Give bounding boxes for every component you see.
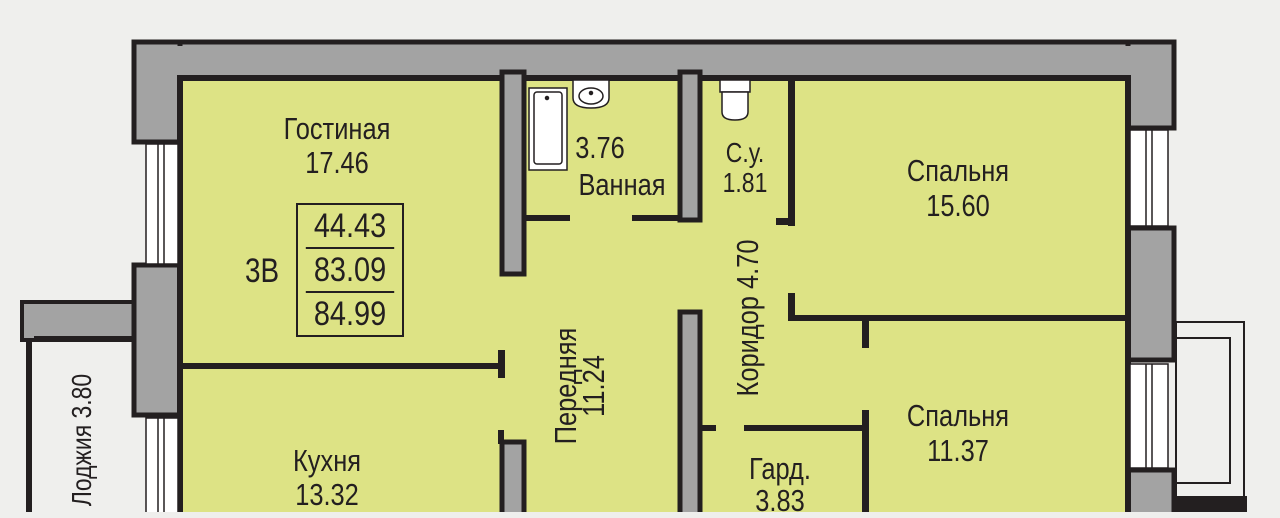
hall-label: Передняя 11.24 [548,328,611,445]
bedroom2-name: Спальня [906,398,1010,433]
kitchen-name: Кухня [292,443,362,478]
corridor-label: Коридор 4.70 [730,239,765,397]
kitchen-area: 13.32 [295,477,359,512]
bedroom1-name: Спальня [906,153,1010,188]
floor-area [177,75,1131,512]
total-area: 83.09 [305,249,395,293]
bedroom2-area: 11.37 [927,433,989,468]
wardrobe-area: 3.83 [755,483,805,518]
bath-name: Ванная [578,167,666,202]
wc-area: 1.81 [722,167,768,198]
balcony [1175,321,1247,512]
sink-icon [572,79,610,109]
toilet-icon [719,79,751,121]
area-summary-box: 44.43 83.09 84.99 [296,203,404,337]
outer-walls [131,39,1177,512]
apartment-type: 3В [244,252,280,290]
windows [145,129,1169,512]
total-area-with-loggia: 84.99 [313,295,387,333]
inner-walls [180,69,1128,512]
bathtub-icon [528,87,568,171]
wc-name: С.у. [725,137,765,168]
loggia-label: Лоджия 3.80 [66,373,97,507]
hall-area: 11.24 [576,355,611,417]
living-room-name: Гостиная [283,111,391,146]
living-room-area: 17.46 [305,145,369,180]
bath-area: 3.76 [575,130,625,165]
wardrobe-name: Гард. [749,451,811,486]
living-area: 44.43 [305,205,395,249]
bedroom1-area: 15.60 [926,188,990,223]
